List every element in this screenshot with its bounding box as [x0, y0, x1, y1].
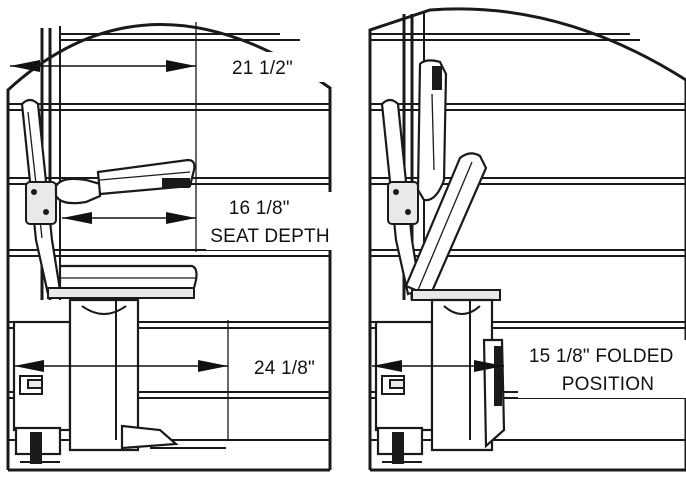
folded-depth-arrow — [372, 360, 504, 372]
right-panel-armrest-folded — [416, 59, 448, 202]
left-panel-footrest — [120, 424, 179, 450]
right-panel-folded-chair — [368, 7, 686, 472]
label-bg-seat-depth — [206, 192, 332, 250]
label-bg-base-depth — [246, 352, 326, 382]
right-panel-arch-frame — [368, 7, 686, 470]
right-panel-seat-column — [430, 298, 494, 452]
overall-width-arrow — [10, 60, 196, 72]
dimension-arrows — [10, 60, 504, 372]
label-bg-folded-depth — [518, 340, 686, 398]
left-panel-armrest-pad — [96, 158, 196, 196]
seat-depth-arrow — [62, 212, 196, 224]
label-bg-overall-width — [224, 52, 324, 82]
right-panel-armrest-control — [432, 66, 442, 90]
seat-depth-label: 16 1/8" SEAT DEPTH — [210, 198, 330, 247]
left-panel-armrest — [54, 177, 102, 205]
base-depth-label: 24 1/8" — [254, 358, 315, 379]
left-panel-unfolded-chair — [6, 22, 332, 472]
left-panel-seat-base — [47, 287, 195, 299]
base-depth-arrow — [14, 360, 228, 372]
left-panel-armrest-control — [162, 178, 190, 188]
left-panel-pivot-bracket — [25, 181, 57, 225]
overall-width-label: 21 1/2" — [232, 58, 293, 79]
right-panel-pivot-bracket — [387, 181, 419, 225]
right-panel-seat-base — [411, 289, 501, 301]
folded-depth-label: 15 1/8" FOLDED POSITION — [529, 346, 679, 395]
